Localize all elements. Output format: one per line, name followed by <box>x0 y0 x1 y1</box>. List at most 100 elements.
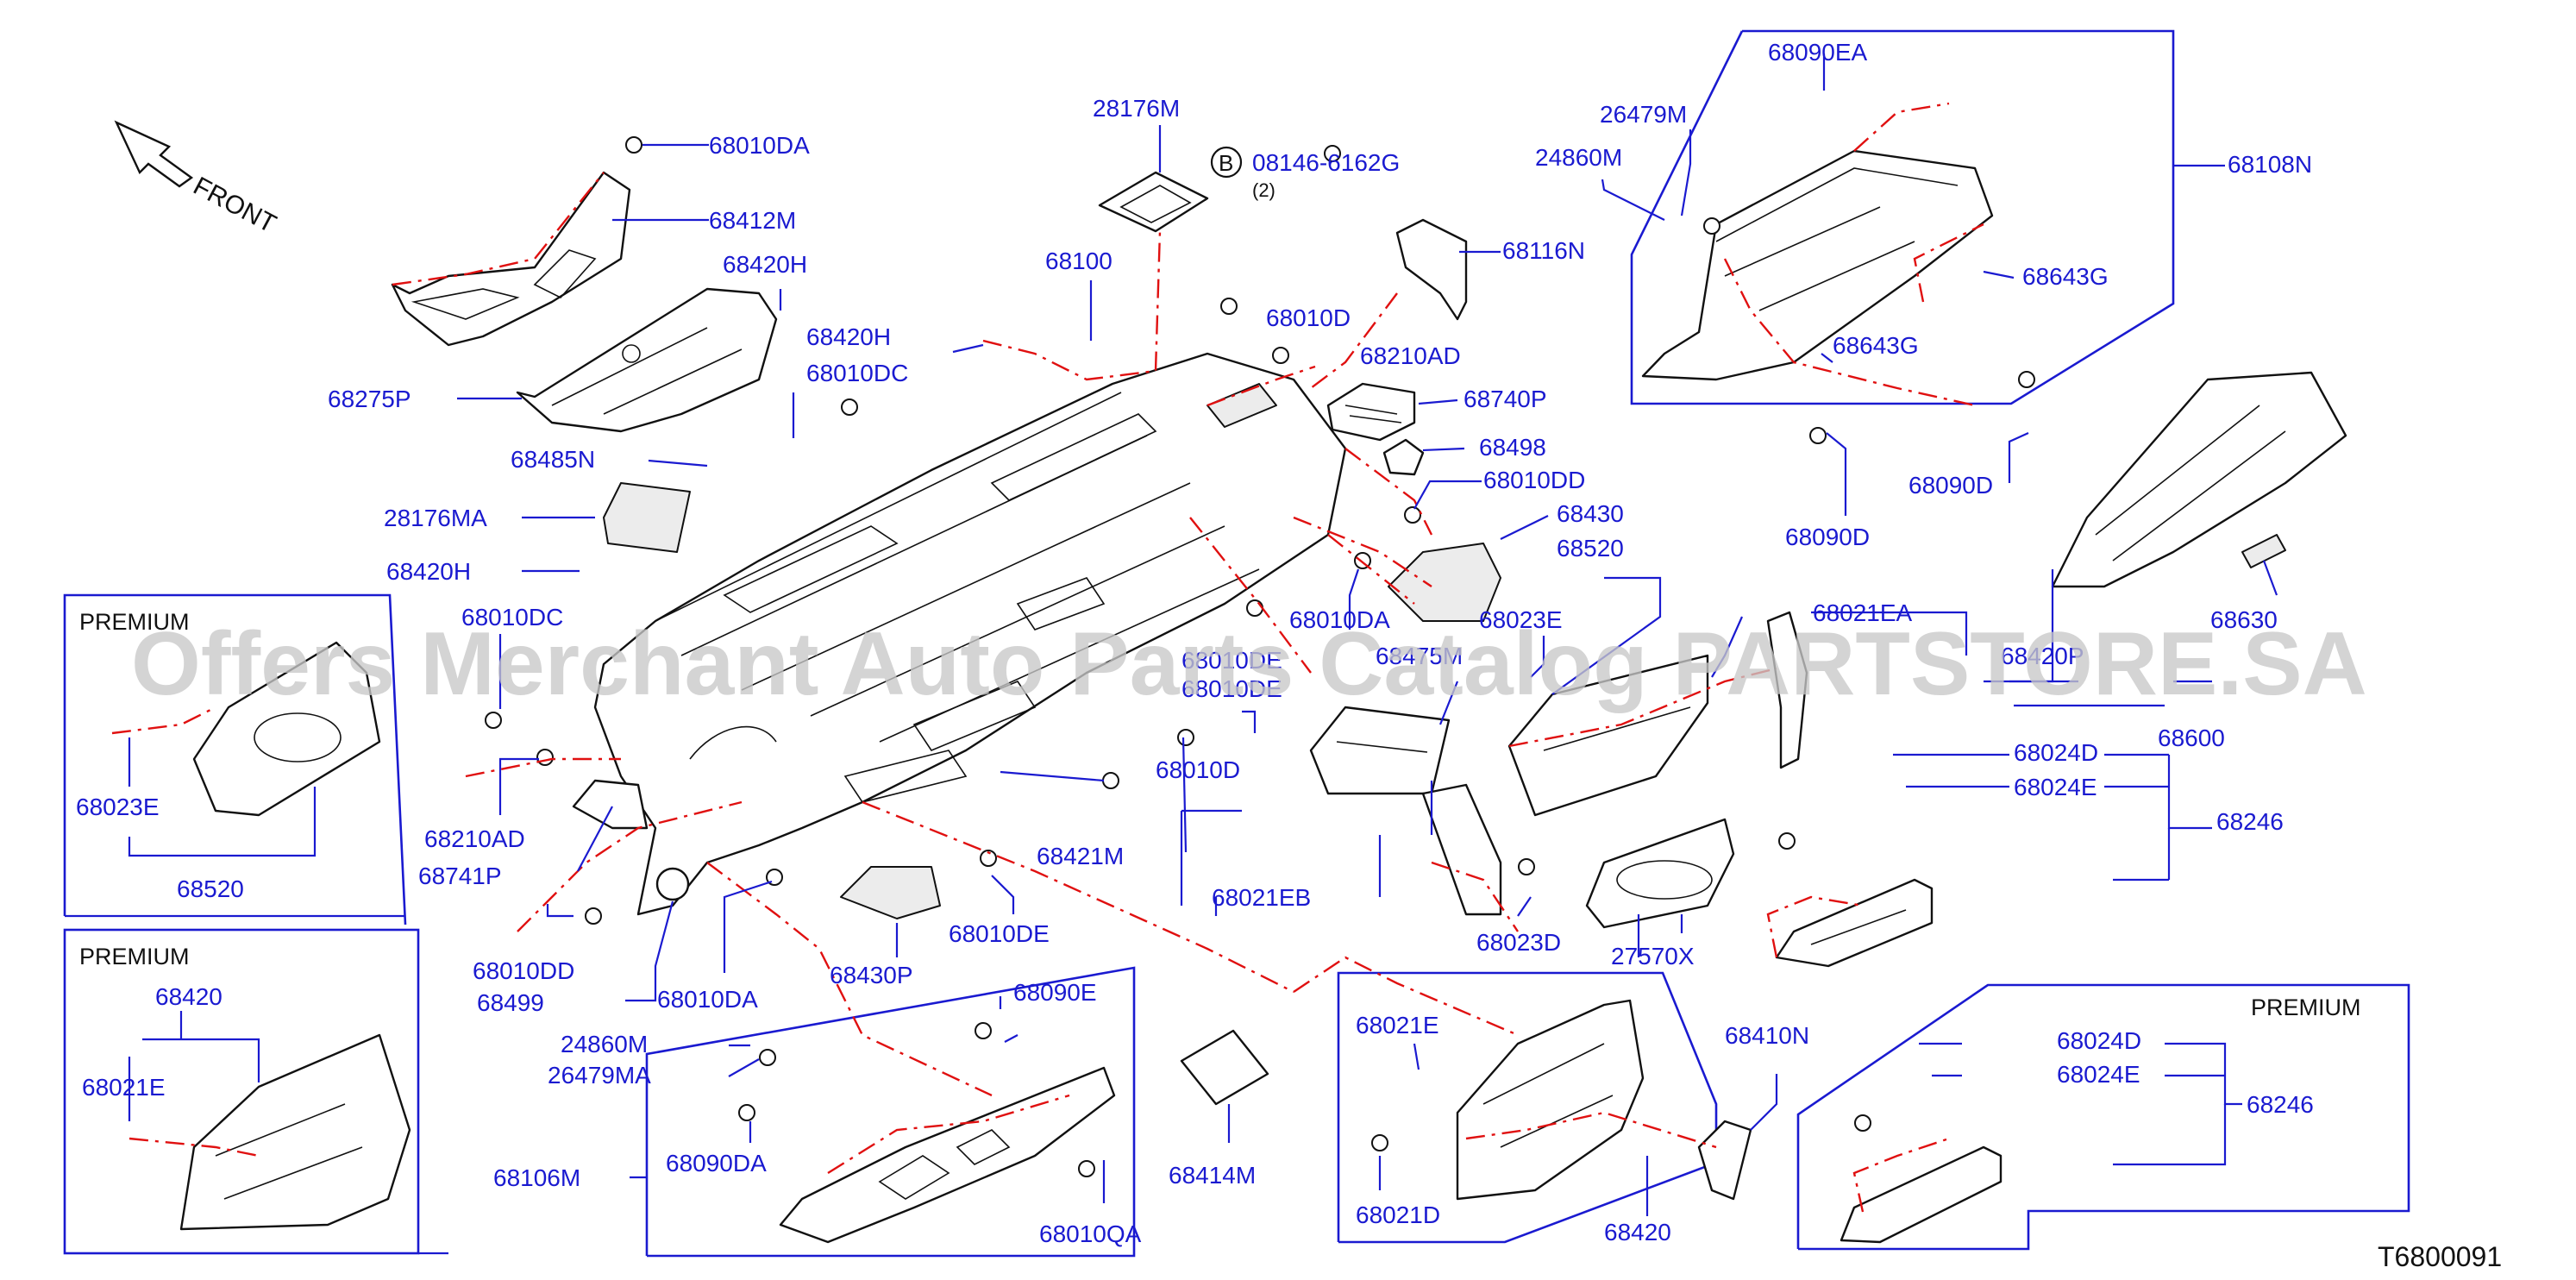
bolt-callout-code: 08146-6162G <box>1252 149 1400 176</box>
part-label-68090EA: 68090EA <box>1768 39 1868 66</box>
part-label-28176M: 28176M <box>1093 95 1180 122</box>
part-label-68010DA: 68010DA <box>657 986 758 1013</box>
housing-68475M <box>1309 706 1451 795</box>
part-label-24860M: 24860M <box>1535 144 1622 171</box>
part-label-68100: 68100 <box>1045 248 1113 274</box>
part-label-68600: 68600 <box>2158 725 2225 751</box>
part-label-68116N: 68116N <box>1502 237 1585 264</box>
premium-box-1 <box>63 593 407 925</box>
part-label-68010DE: 68010DE <box>949 920 1050 947</box>
part-label-68023D: 68023D <box>1476 929 1561 956</box>
part-label-68010DC: 68010DC <box>461 604 563 631</box>
cluster-lid-box <box>1337 971 1718 1244</box>
part-label-68024E: 68024E <box>2014 774 2097 800</box>
cluster-lid-68420 <box>1456 999 1645 1201</box>
part-label-68420H: 68420H <box>806 323 891 350</box>
lock-68630 <box>2241 534 2286 568</box>
finisher-68420P <box>1766 611 1808 769</box>
part-label-68412M: 68412M <box>709 207 796 234</box>
part-label-68210AD: 68210AD <box>424 825 525 852</box>
part-label-26479M: 26479M <box>1600 101 1687 128</box>
part-label-68643G: 68643G <box>2022 263 2109 290</box>
part-label-68010DC: 68010DC <box>806 360 908 386</box>
premium-box-1-title: PREMIUM <box>79 609 190 635</box>
lower-cover-box <box>645 966 1136 1258</box>
part-label-68498: 68498 <box>1479 434 1546 461</box>
part-label-24860M: 24860M <box>561 1031 648 1057</box>
part-label-68010DD: 68010DD <box>473 957 574 984</box>
part-label-68430P: 68430P <box>830 962 913 988</box>
part-label-68010DE: 68010DE <box>1181 647 1282 674</box>
part-label-68010DE: 68010DE <box>1181 675 1282 702</box>
part-label-68023E: 68023E <box>1479 606 1563 633</box>
part-label-68023E: 68023E <box>76 794 160 820</box>
trim-68275P <box>516 287 778 433</box>
part-label-68024D: 68024D <box>2014 739 2098 766</box>
part-label-68630: 68630 <box>2210 606 2278 633</box>
part-label-68090D: 68090D <box>1785 524 1870 550</box>
trim-68412M <box>391 171 631 347</box>
finisher-68520-premium <box>192 641 381 817</box>
part-label-68430: 68430 <box>1557 500 1624 527</box>
front-label: FRONT <box>189 172 281 239</box>
part-label-68485N: 68485N <box>511 446 595 473</box>
part-label-68010DD: 68010DD <box>1483 467 1585 493</box>
part-label-68021D: 68021D <box>1356 1202 1440 1228</box>
diagram-code: T6800091 <box>2378 1241 2502 1272</box>
part-label-26479MA: 26479MA <box>548 1062 651 1089</box>
part-label-68090E: 68090E <box>1013 979 1097 1006</box>
bracket-68430 <box>1388 543 1501 622</box>
part-label-68108N: 68108N <box>2228 151 2312 178</box>
premium-box-2-title: PREMIUM <box>79 944 190 969</box>
premium-box-3-title: PREMIUM <box>2251 995 2361 1020</box>
panel-68246-a <box>1775 878 1934 968</box>
front-arrow-icon <box>114 120 194 188</box>
part-label-68246: 68246 <box>2216 808 2284 835</box>
part-label-68414M: 68414M <box>1169 1162 1256 1189</box>
part-label-68420: 68420 <box>155 983 223 1010</box>
part-label-28176MA: 28176MA <box>384 505 487 531</box>
part-label-68420H: 68420H <box>386 558 471 585</box>
part-label-68010D: 68010D <box>1266 304 1351 331</box>
part-label-68520: 68520 <box>1557 535 1624 562</box>
premium-box-2 <box>63 928 448 1255</box>
frame-68108N <box>1641 149 1994 381</box>
part-label-68010D: 68010D <box>1156 756 1240 783</box>
part-label-68741P: 68741P <box>418 863 502 889</box>
part-label-68010QA: 68010QA <box>1039 1220 1142 1247</box>
part-label-68420: 68420 <box>1604 1219 1671 1245</box>
watermark-text: Offers Merchant Auto Parts Catalog PARTS… <box>131 614 2367 714</box>
part-label-68024D: 68024D <box>2057 1027 2141 1054</box>
bolt-callout-symbol: B <box>1219 150 1233 176</box>
part-label-68410N: 68410N <box>1725 1022 1809 1049</box>
part-label-68024E: 68024E <box>2057 1061 2140 1088</box>
part-label-68499: 68499 <box>477 989 544 1016</box>
part-label-68420P: 68420P <box>2001 643 2084 669</box>
part-label-68421M: 68421M <box>1037 843 1124 869</box>
leader-lines <box>128 53 2278 1216</box>
part-label-68010DA: 68010DA <box>709 132 810 159</box>
cover-68410N <box>1697 1120 1752 1201</box>
part-labels: 68010DA 68412M 68420H 28176M 68100 68420… <box>76 39 2314 1247</box>
bolt-callout-qty: (2) <box>1252 179 1275 201</box>
display-28176MA <box>603 482 691 553</box>
knob-68499 <box>655 867 690 901</box>
part-label-68246: 68246 <box>2247 1091 2314 1118</box>
part-label-68520: 68520 <box>177 875 244 902</box>
part-label-68021E: 68021E <box>82 1074 166 1101</box>
glovebox-frame-box <box>1630 29 2175 405</box>
vent-68740P <box>1326 382 1416 442</box>
clip-68498 <box>1382 438 1425 476</box>
part-label-27570X: 27570X <box>1611 943 1695 969</box>
part-label-68021E: 68021E <box>1356 1012 1439 1038</box>
part-label-68275P: 68275P <box>328 386 411 412</box>
premium-box-3 <box>1796 983 2410 1251</box>
bracket-68430P <box>840 866 941 919</box>
part-label-68106M: 68106M <box>493 1164 580 1191</box>
part-label-68740P: 68740P <box>1463 386 1547 412</box>
cover-68106M <box>779 1066 1116 1244</box>
pad-68414M <box>1180 1029 1269 1106</box>
part-label-68090DA: 68090DA <box>666 1150 767 1176</box>
instrument-panel <box>593 352 1347 916</box>
